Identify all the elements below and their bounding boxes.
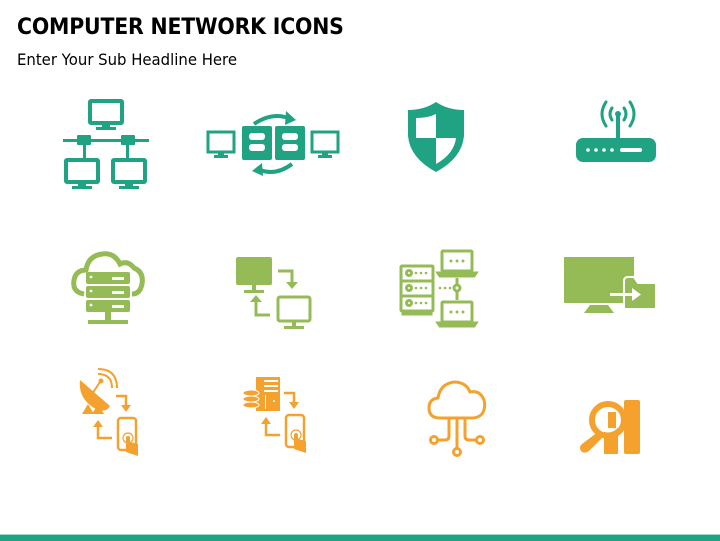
cloud-server-icon [70, 250, 146, 328]
satellite-mobile-icon [76, 368, 140, 458]
data-sync-computers-icon [206, 108, 340, 178]
cloud-connections-icon [426, 378, 488, 458]
wifi-router-icon [574, 98, 658, 164]
network-topology-icon [63, 98, 149, 192]
server-database-mobile-icon [242, 375, 308, 459]
slide-title: COMPUTER NETWORK ICONS [17, 15, 344, 40]
slide-subtitle: Enter Your Sub Headline Here [17, 50, 238, 69]
computer-transfer-icon [234, 255, 314, 333]
search-analytics-icon [576, 398, 652, 456]
monitor-file-export-icon [562, 255, 660, 317]
security-shield-icon [404, 100, 468, 174]
server-laptops-network-icon [398, 248, 480, 330]
bottom-accent-bar [0, 534, 720, 541]
